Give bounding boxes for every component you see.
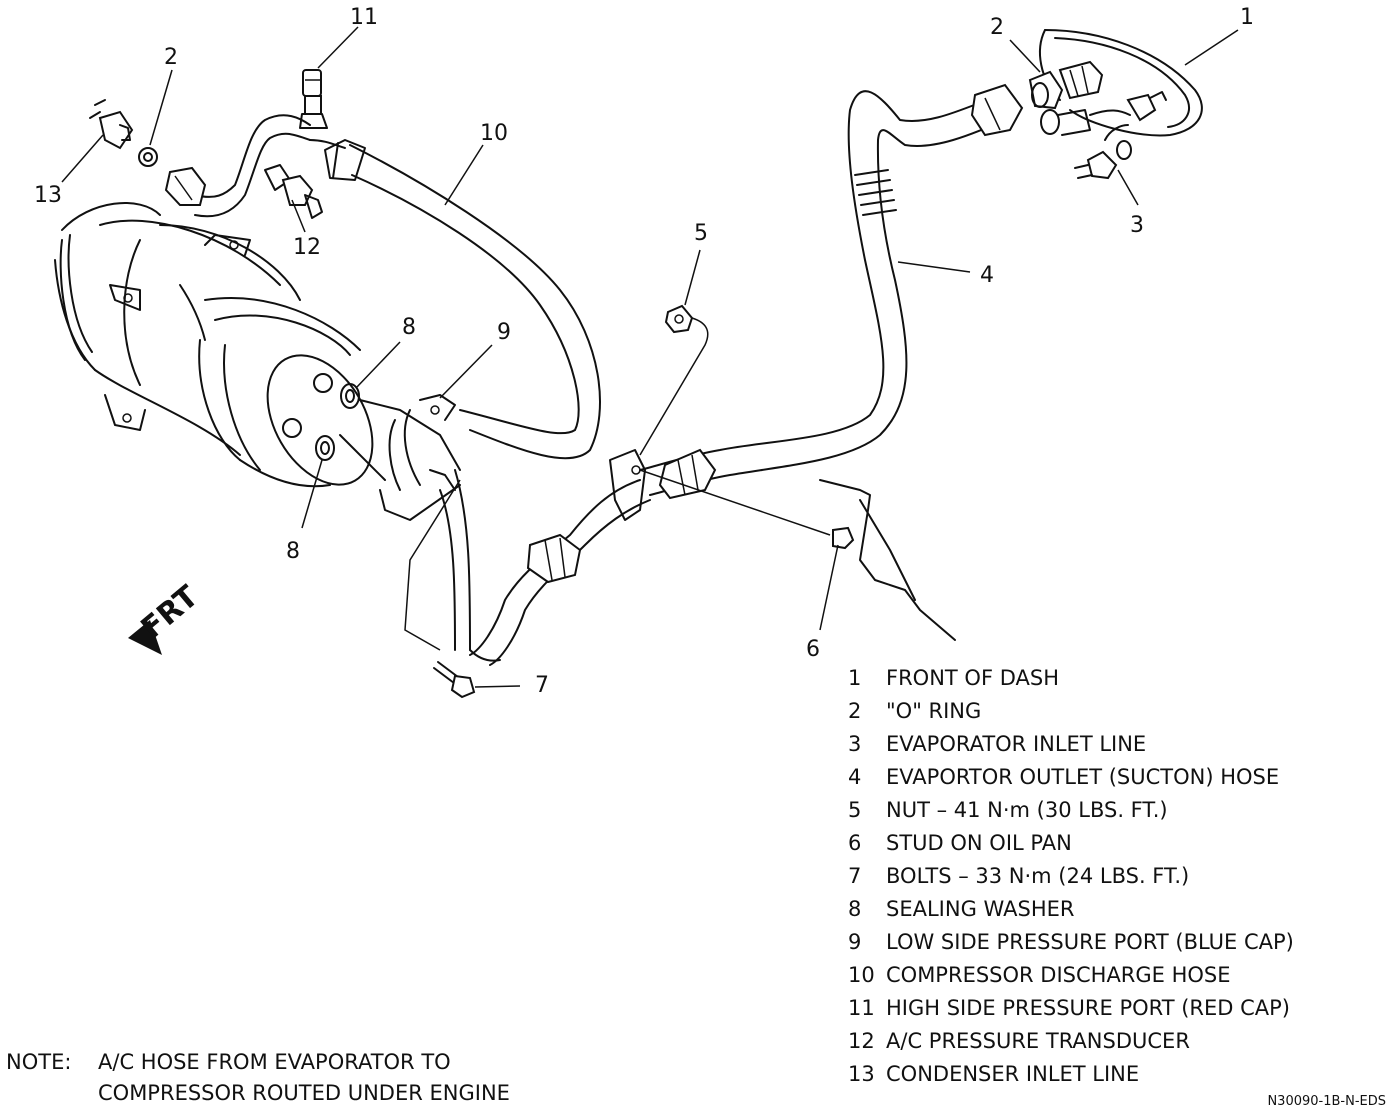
compressor [54,202,374,488]
evaporator-outlet-hose [639,83,1024,500]
callout-12: 12 [293,235,321,260]
callout-3: 3 [1130,213,1144,238]
compressor-manifold-block [339,394,461,521]
callout-1: 1 [1240,5,1254,30]
callout-9: 9 [497,320,511,345]
callout-5: 5 [694,221,708,246]
callout-10: 10 [480,121,508,146]
callout-13: 13 [34,183,62,208]
sealing-washers [315,383,360,461]
pressure-transducer [264,164,323,219]
oil-pan-stud [639,469,956,641]
arrow-icon [128,620,162,655]
routing-note: NOTE:A/C HOSE FROM EVAPORATOR TO COMPRES… [6,1047,510,1109]
callout-6: 6 [806,637,820,662]
callout-2-condenser: 2 [164,45,178,70]
callout-8-upper: 8 [402,315,416,340]
bolt [404,479,476,699]
callout-7: 7 [535,673,549,698]
under-engine-line [439,449,651,666]
front-of-dash [1028,29,1203,180]
bracket-nut [639,304,709,456]
callout-8-lower: 8 [286,539,300,564]
legend-item: 2"O" RING [848,699,982,723]
leader-lines [61,26,1239,688]
note-line-1: NOTE:A/C HOSE FROM EVAPORATOR TO [6,1050,451,1074]
callout-2-dash: 2 [990,15,1004,40]
callout-numbers: 1 2 3 4 5 6 7 8 8 9 10 11 12 13 2 [34,5,1254,698]
callout-4: 4 [980,263,994,288]
callout-11: 11 [350,5,378,30]
note-line-2: COMPRESSOR ROUTED UNDER ENGINE [98,1081,510,1105]
condenser-inlet-fitting [89,99,158,167]
figure-code: N30090-1B-N-EDS [1267,1094,1386,1109]
front-direction-indicator: FRT [128,579,206,655]
high-side-pressure-port [299,69,328,129]
condenser-inlet-pipe [164,114,346,218]
